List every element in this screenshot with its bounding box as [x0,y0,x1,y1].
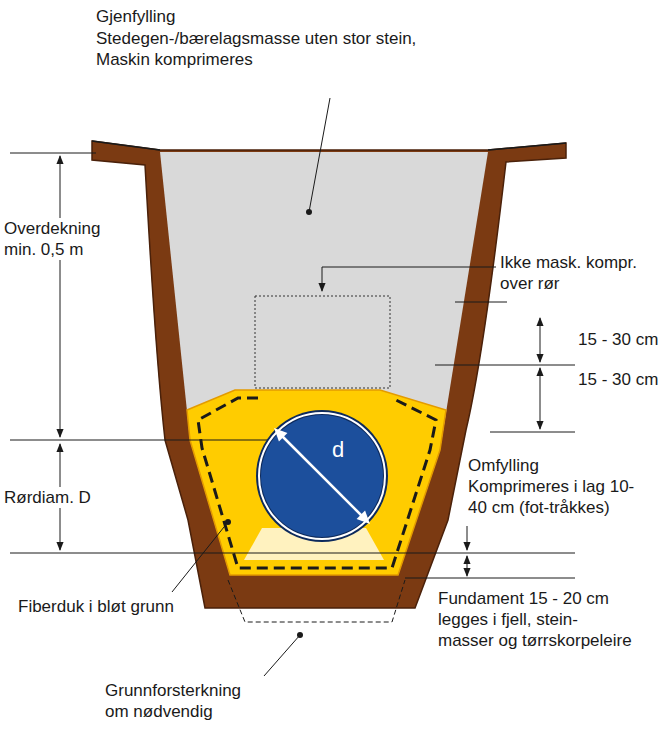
annotation-label: Rørdiam. D [2,487,93,508]
pipe-circle: d [254,408,390,544]
ground-line [488,143,566,150]
pipe-diameter-label: d [332,438,344,462]
annotation-label: Ikke mask. kompr. over rør [500,252,655,294]
annotation-label: 15 - 30 cm [578,329,658,350]
annotation-label: 15 - 30 cm [578,369,658,390]
backfill-zone [160,152,488,575]
geotextile-line [198,398,436,568]
annotation-label: Omfylling Komprimeres i lag 10-40 cm (fo… [468,455,644,518]
ground-reinforcement-outline [228,580,405,622]
annotation-label: Gjenfylling [96,6,175,27]
arrow-head [357,511,370,524]
annotation-label: Stedegen-/bærelagsmasse uten stor stein,… [96,28,441,70]
diameter-arrow [280,434,364,518]
annotation-label: Fundament 15 - 20 cm legges i fjell, ste… [438,588,634,651]
annotation-label: Grunnforsterkning om nødvendig [105,680,255,722]
no-compaction-zone [255,296,390,388]
pipe-surround-zone [187,390,446,575]
annotation-label: Overdekning min. 0,5 m [2,218,118,260]
pipe-shape [254,408,390,544]
arrow-head [274,428,287,441]
pipe-ring [259,413,385,539]
pipe-bore [261,415,383,537]
annotation-label: Fiberduk i bløt grunn [18,596,174,617]
trench-soil [92,141,566,608]
ground-line [92,141,160,150]
pipe-wall [256,410,388,542]
